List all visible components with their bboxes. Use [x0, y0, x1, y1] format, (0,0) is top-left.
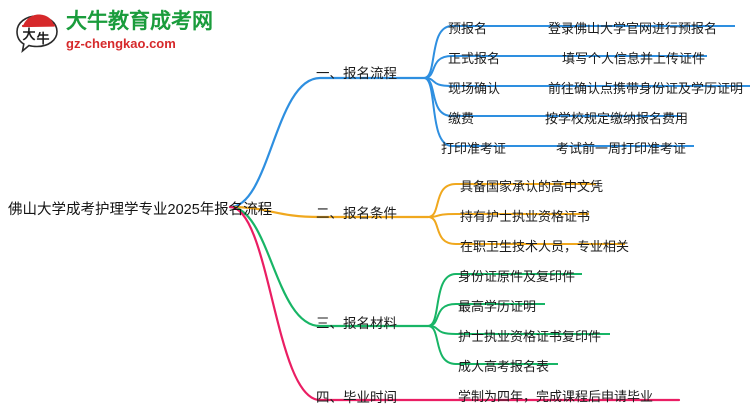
leaf-key-2: 正式报名: [448, 51, 501, 66]
leaf-value-2: 填写个人信息并上传证件: [562, 51, 706, 66]
logo-domain: gz-chengkao.com: [66, 36, 176, 51]
leaf-key-1: 预报名: [448, 21, 488, 36]
leaf-key-10: 最高学历证明: [458, 299, 537, 314]
leaf-key-13: 学制为四年，完成课程后申请毕业: [458, 389, 654, 404]
leaf-connector-9: [427, 273, 582, 327]
branch-label-3: 三、报名材料: [316, 316, 397, 331]
logo-title: 大牛教育成考网: [66, 10, 213, 33]
leaf-connector-10: [427, 303, 545, 327]
leaf-connector-2: [423, 55, 707, 79]
branch-trunk-2: [228, 205, 430, 219]
leaf-key-7: 持有护士执业资格证书: [460, 209, 591, 224]
leaf-value-5: 考试前一周打印准考证: [556, 141, 687, 156]
leaf-key-8: 在职卫生技术人员，专业相关: [460, 239, 630, 254]
leaf-connector-8: [427, 216, 625, 245]
branch-trunk-4: [228, 205, 681, 402]
leaf-key-12: 成人高考报名表: [458, 359, 550, 374]
branch-trunk-3: [228, 205, 430, 328]
branch-trunk-1: [228, 76, 426, 209]
leaf-key-4: 缴费: [448, 111, 475, 126]
site-logo: 大 牛 大牛教育成考网 gz-chengkao.com: [14, 6, 244, 60]
da-niu-speech-bubble-logo: 大 牛: [16, 14, 58, 54]
branch-label-4: 四、毕业时间: [316, 390, 397, 405]
leaf-key-5: 打印准考证: [441, 141, 507, 156]
leaf-key-11: 护士执业资格证书复印件: [458, 329, 602, 344]
branch-label-1: 一、报名流程: [316, 66, 397, 81]
leaf-value-4: 按学校规定缴纳报名费用: [545, 111, 689, 126]
branch-label-2: 二、报名条件: [316, 206, 397, 221]
leaf-connector-5: [423, 77, 694, 147]
leaf-connector-1: [423, 25, 735, 79]
leaf-value-3: 前往确认点携带身份证及学历证明: [548, 81, 744, 96]
leaf-value-1: 登录佛山大学官网进行预报名: [548, 21, 718, 36]
svg-text:牛: 牛: [36, 31, 49, 46]
leaf-key-3: 现场确认: [448, 81, 501, 96]
leaf-connector-12: [427, 325, 558, 365]
svg-text:大: 大: [22, 27, 35, 42]
leaf-key-6: 具备国家承认的高中文凭: [460, 179, 604, 194]
leaf-key-9: 身份证原件及复印件: [458, 269, 576, 284]
root-node-label: 佛山大学成考护理学专业2025年报名流程: [8, 202, 273, 218]
